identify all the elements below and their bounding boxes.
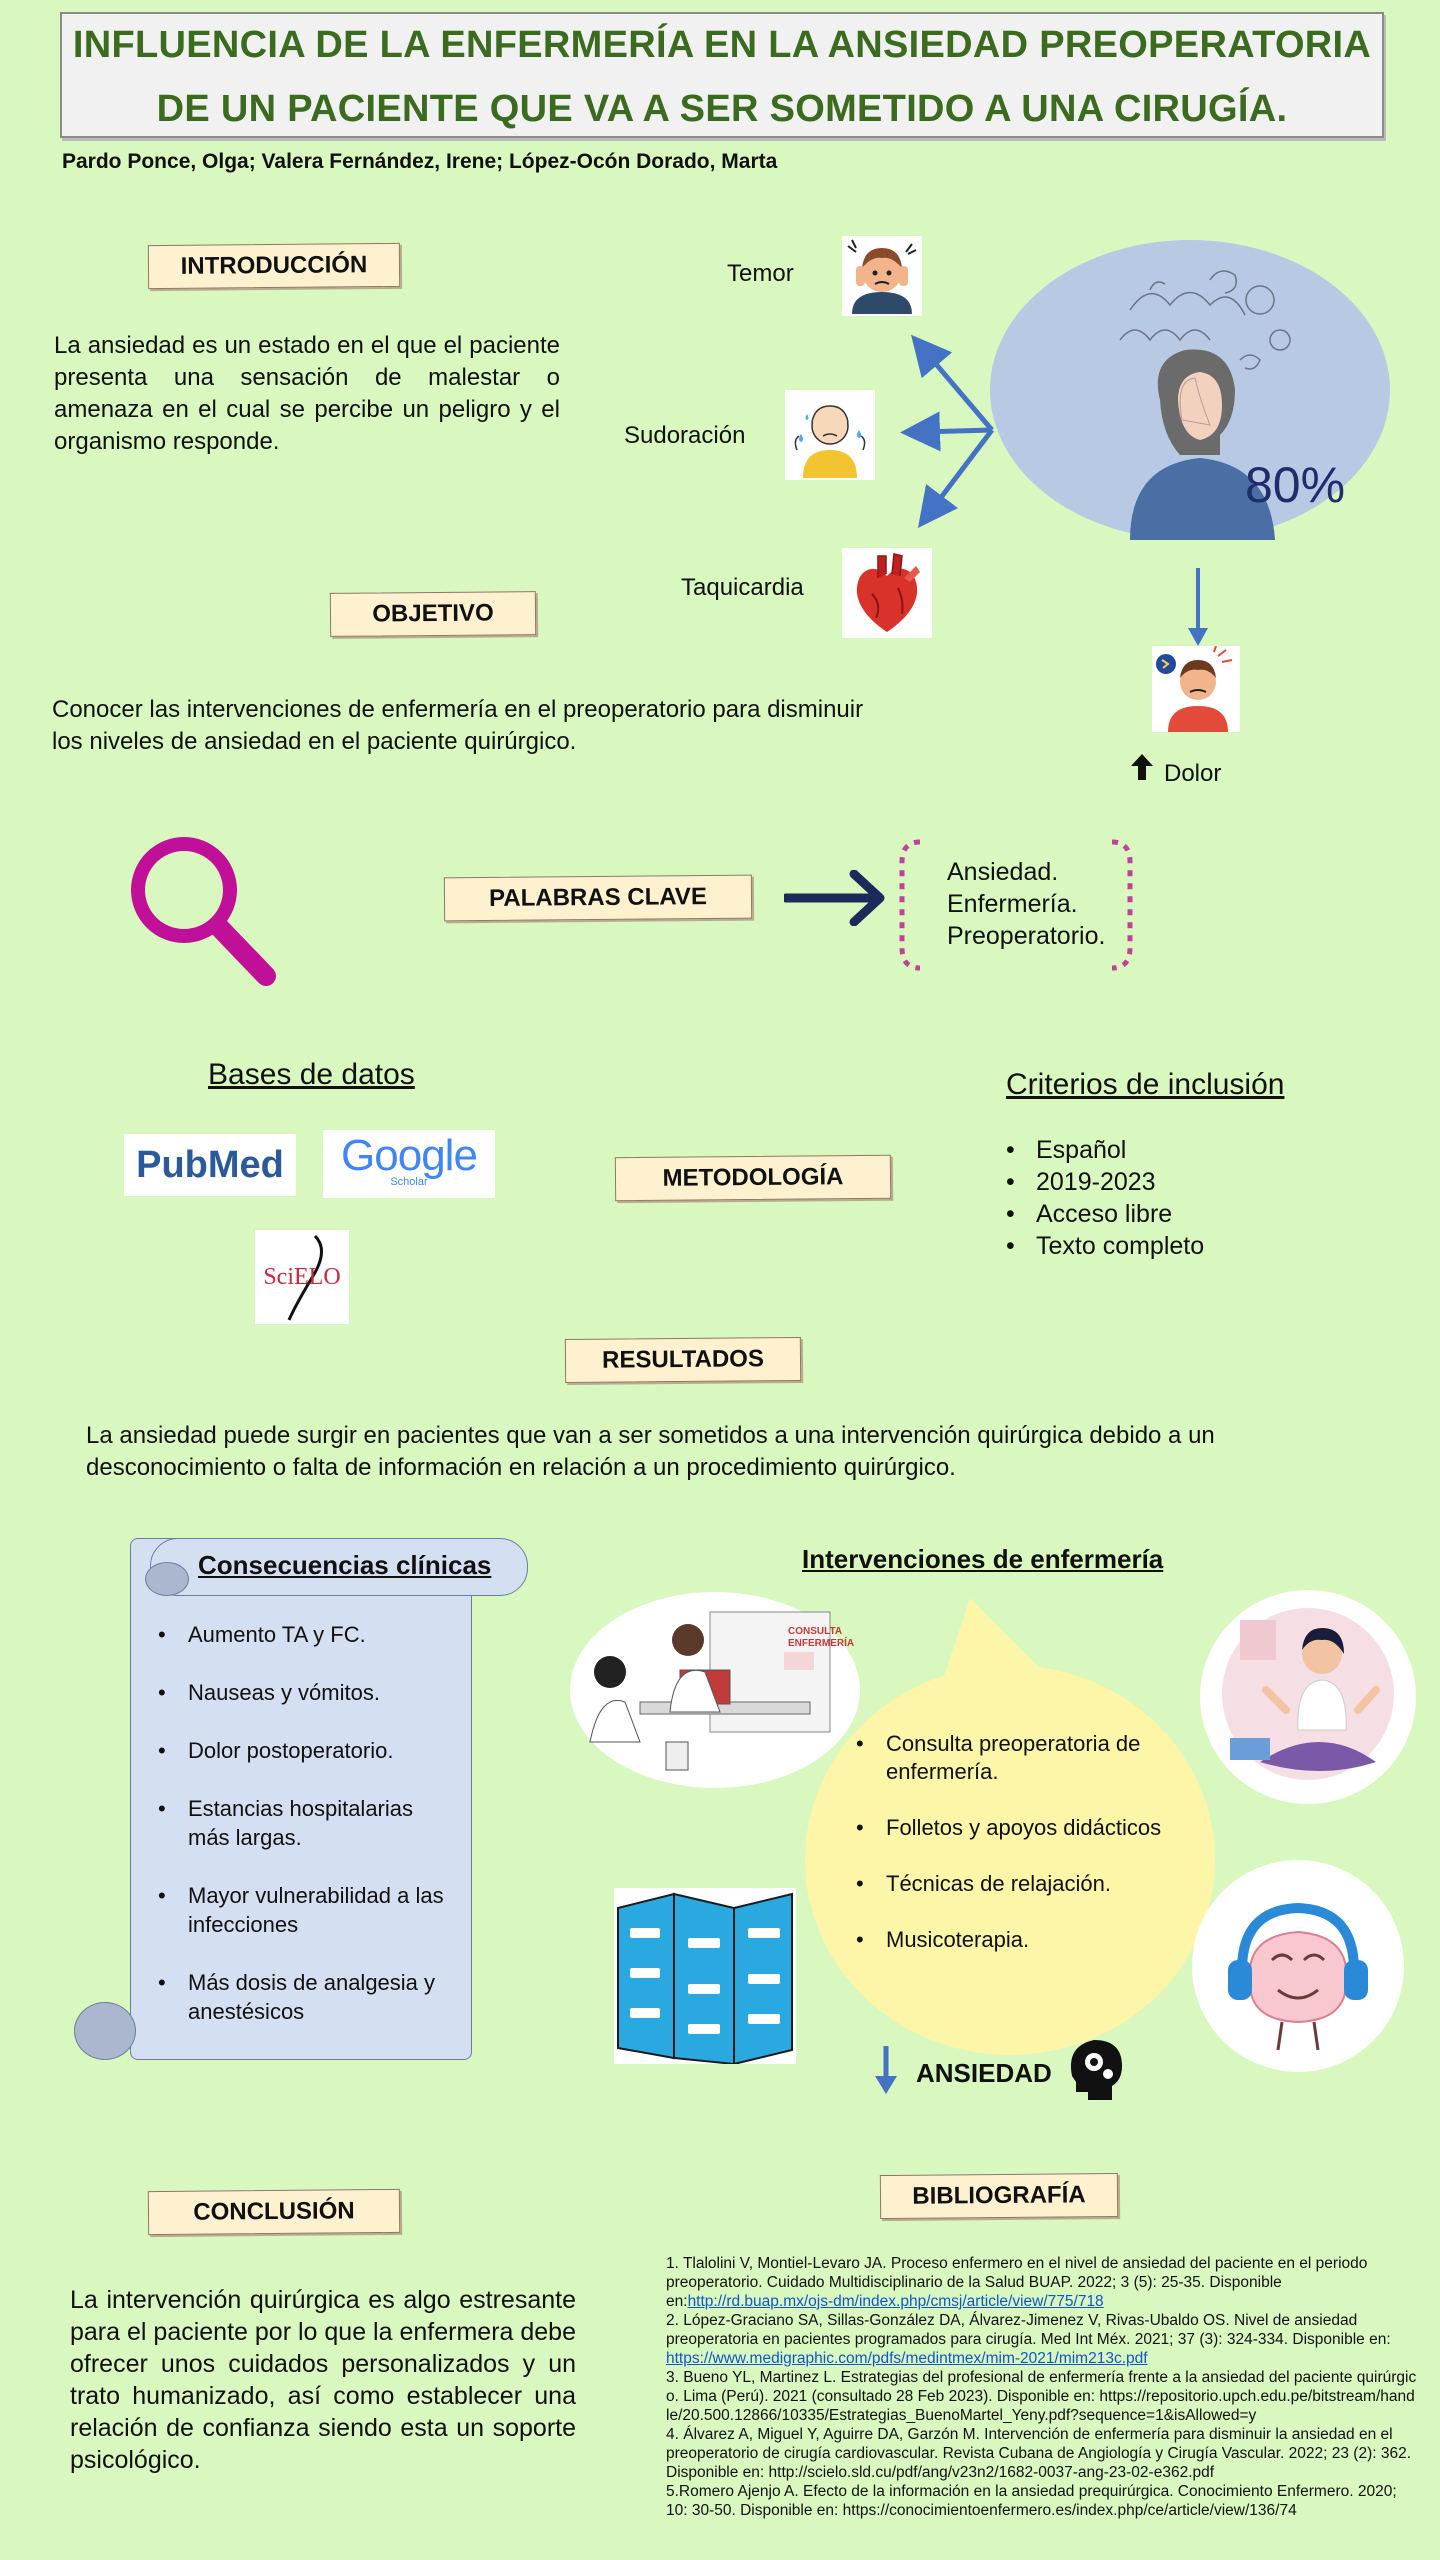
anxious-head-icon: [1119, 270, 1291, 540]
criterios-list: Español 2019-2023 Acceso libre Texto com…: [1006, 1134, 1386, 1262]
title-banner: INFLUENCIA DE LA ENFERMERÍA EN LA ANSIED…: [60, 12, 1384, 138]
bib-ref-1-text: 1. Tlalolini V, Montiel-Levaro JA. Proce…: [666, 2255, 1368, 2310]
criterio-item: Acceso libre: [1006, 1198, 1386, 1230]
symptom-arrows: [900, 334, 994, 528]
bib-ref-5: 5.Romero Ajenjo A. Efecto de la informac…: [666, 2483, 1397, 2519]
pain-person-icon: [1152, 646, 1240, 732]
consecuencias-title: Consecuencias clínicas: [198, 1550, 492, 1580]
magnifier-icon: [131, 837, 276, 986]
meditation-icon: [1200, 1590, 1416, 1804]
google-scholar-logo: Google Scholar: [323, 1130, 495, 1198]
intervencion-item: Consulta preoperatoria de enfermería.: [856, 1730, 1206, 1786]
bib-ref-2-link[interactable]: https://www.medigraphic.com/pdfs/medintm…: [666, 2350, 1148, 2367]
down-arrow-icon: [875, 2046, 897, 2094]
keyword-item: Preoperatorio.: [947, 922, 1106, 950]
metodologia-label: METODOLOGÍA: [614, 1154, 892, 1202]
criterio-item: Texto completo: [1006, 1230, 1386, 1262]
scroll-curl-bottom: [74, 2002, 136, 2060]
pubmed-logo-text: PubMed: [136, 1144, 284, 1186]
leaflet-icon: [614, 1888, 796, 2064]
intervenciones-title: Intervenciones de enfermería: [802, 1544, 1164, 1574]
intervenciones-list: Consulta preoperatoria de enfermería. Fo…: [856, 1730, 1206, 1982]
intervencion-item: Folletos y apoyos didácticos: [856, 1814, 1206, 1842]
pubmed-logo: PubMed: [124, 1134, 296, 1196]
consecuencia-item: Nauseas y vómitos.: [158, 1678, 458, 1707]
sweating-person-icon: [785, 390, 875, 480]
keyword-item: Ansiedad.: [947, 858, 1059, 886]
criterio-item: Español: [1006, 1134, 1386, 1166]
title-line-1: INFLUENCIA DE LA ENFERMERÍA EN LA ANSIED…: [72, 24, 1372, 66]
speech-bubble-tail: [940, 1598, 1060, 1688]
bib-ref-4: 4. Álvarez A, Miguel Y, Aguirre DA, Garz…: [666, 2426, 1412, 2481]
consecuencia-item: Mayor vulnerabilidad a las infecciones: [158, 1881, 458, 1939]
temor-label: Temor: [727, 260, 794, 287]
introduccion-text: La ansiedad es un estado en el que el pa…: [54, 332, 560, 455]
heart-icon: [842, 548, 932, 638]
scroll-curl-top: [145, 1562, 189, 1596]
objetivo-label: OBJETIVO: [329, 591, 537, 637]
consecuencia-item: Dolor postoperatorio.: [158, 1736, 458, 1765]
bases-title: Bases de datos: [208, 1058, 415, 1091]
bib-ref-2: 2. López-Graciano SA, Sillas-González DA…: [666, 2311, 1418, 2368]
keyword-item: Enfermería.: [947, 890, 1078, 918]
resultados-label: RESULTADOS: [564, 1336, 802, 1384]
authors: Pardo Ponce, Olga; Valera Fernández, Ire…: [62, 150, 778, 173]
bib-ref-1: 1. Tlalolini V, Montiel-Levaro JA. Proce…: [666, 2254, 1418, 2311]
conclusion-text: La intervención quirúrgica es algo estre…: [70, 2286, 576, 2474]
up-arrow-icon: [1131, 754, 1153, 780]
consultation-scene-icon: CONSULTA ENFERMERÍA: [570, 1592, 860, 1788]
right-arrow-icon: [784, 870, 885, 926]
resultados-text: La ansiedad puede surgir en pacientes qu…: [86, 1422, 1215, 1481]
introduccion-label: INTRODUCCIÓN: [147, 242, 401, 290]
bibliografia-label: BIBLIOGRAFÍA: [879, 2172, 1119, 2220]
ansiedad-label: ANSIEDAD: [916, 2058, 1052, 2088]
stressed-face-icon: [842, 236, 922, 316]
consulta-sign-text: CONSULTA ENFERMERÍA: [788, 1626, 855, 1649]
consecuencias-scroll-head: [150, 1538, 528, 1596]
taquicardia-label: Taquicardia: [681, 574, 804, 601]
anxiety-percent: 80%: [1245, 457, 1346, 513]
scholar-logo-text: Scholar: [390, 1176, 428, 1188]
consecuencias-list: Aumento TA y FC. Nauseas y vómitos. Dolo…: [158, 1620, 458, 2055]
sudoracion-label: Sudoración: [624, 422, 746, 449]
bib-ref-3: 3. Bueno YL, Martinez L. Estrategias del…: [666, 2369, 1417, 2424]
scielo-logo-text: SciELO: [263, 1264, 341, 1290]
conclusion-label: CONCLUSIÓN: [147, 2188, 401, 2236]
scielo-logo: SciELO: [255, 1230, 349, 1324]
bib-ref-2-text: 2. López-Graciano SA, Sillas-González DA…: [666, 2312, 1391, 2348]
brain-headphones-icon: [1192, 1860, 1404, 2072]
down-arrow-pain: [1188, 568, 1208, 646]
title-line-2: DE UN PACIENTE QUE VA A SER SOMETIDO A U…: [156, 88, 1288, 130]
intervencion-item: Técnicas de relajación.: [856, 1870, 1206, 1898]
bib-ref-1-link[interactable]: http://rd.buap.mx/ojs-dm/index.php/cmsj/…: [687, 2293, 1104, 2310]
intervencion-item: Musicoterapia.: [856, 1926, 1206, 1954]
dolor-label: Dolor: [1164, 760, 1222, 787]
criterios-title: Criterios de inclusión: [1006, 1068, 1285, 1101]
objetivo-text: Conocer las intervenciones de enfermería…: [52, 696, 864, 755]
palabras-clave-label: PALABRAS CLAVE: [443, 874, 753, 922]
bibliografia-refs: 1. Tlalolini V, Montiel-Levaro JA. Proce…: [666, 2254, 1418, 2520]
consecuencia-item: Estancias hospitalarias más largas.: [158, 1794, 458, 1852]
google-logo-text: Google: [341, 1131, 478, 1180]
consecuencia-item: Aumento TA y FC.: [158, 1620, 458, 1649]
criterio-item: 2019-2023: [1006, 1166, 1386, 1198]
gears-head-icon: [1070, 2040, 1122, 2100]
consecuencia-item: Más dosis de analgesia y anestésicos: [158, 1968, 458, 2026]
keywords-list: Ansiedad. Enfermería. Preoperatorio.: [947, 856, 1105, 952]
